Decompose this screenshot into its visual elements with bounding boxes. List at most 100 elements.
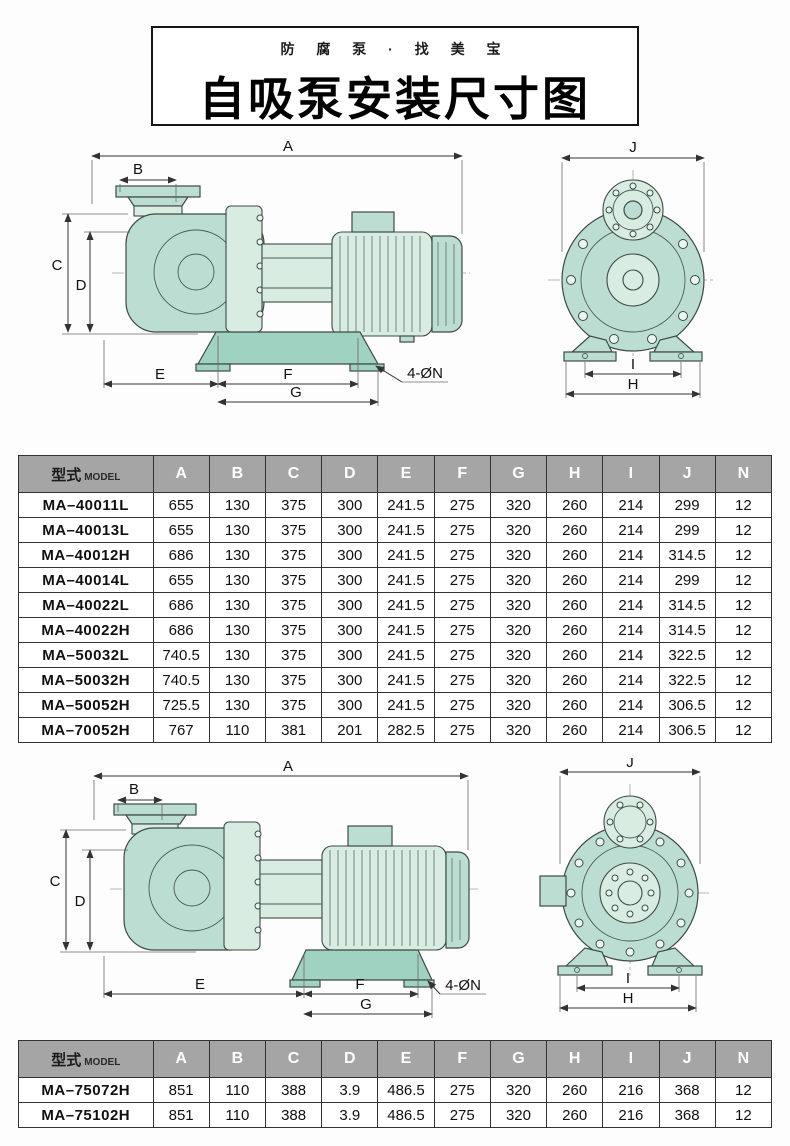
value-cell: 275 — [433, 667, 491, 693]
dim-column-header: E — [377, 455, 435, 493]
value-cell: 375 — [264, 542, 323, 568]
value-cell: 320 — [489, 692, 548, 718]
value-cell: 275 — [433, 567, 491, 593]
value-cell: 130 — [208, 492, 266, 518]
model-cell: MA–50032H — [18, 667, 154, 693]
value-cell: 241.5 — [377, 617, 435, 643]
value-cell: 275 — [433, 1102, 491, 1128]
value-cell: 110 — [208, 717, 266, 743]
dim-label-B: B — [133, 161, 143, 178]
dim-E: E — [103, 336, 219, 388]
value-cell: 260 — [546, 492, 604, 518]
value-cell: 314.5 — [658, 617, 716, 643]
value-cell: 260 — [546, 717, 604, 743]
bearing-bracket — [259, 859, 323, 919]
dim-C: C — [52, 213, 198, 335]
value-cell: 320 — [489, 642, 548, 668]
value-cell: 241.5 — [377, 542, 435, 568]
value-cell: 322.5 — [658, 642, 716, 668]
value-cell: 282.5 — [377, 717, 435, 743]
value-cell: 12 — [714, 567, 773, 593]
value-cell: 110 — [208, 1077, 266, 1103]
value-cell: 275 — [433, 492, 491, 518]
model-cell: MA–75102H — [18, 1102, 154, 1128]
model-cell: MA–75072H — [18, 1077, 154, 1103]
value-cell: 300 — [321, 567, 379, 593]
value-cell: 275 — [433, 542, 491, 568]
value-cell: 686 — [152, 617, 210, 643]
value-cell: 260 — [546, 1077, 604, 1103]
dim-column-header: B — [208, 1040, 266, 1078]
side-view-2: A B C D E — [50, 758, 486, 1018]
bolt-note: 4-ØN — [427, 977, 486, 995]
dim-label-A: A — [283, 140, 293, 155]
side-box — [539, 875, 567, 907]
value-cell: 260 — [546, 667, 604, 693]
dim-D: D — [76, 231, 130, 333]
brand-line: 防 腐 泵 · 找 美 宝 — [280, 41, 510, 57]
dim-label-I: I — [631, 356, 635, 373]
value-cell: 260 — [546, 517, 604, 543]
dim-column-header: G — [489, 1040, 548, 1078]
value-cell: 214 — [602, 642, 660, 668]
value-cell: 275 — [433, 617, 491, 643]
value-cell: 130 — [208, 617, 266, 643]
value-cell: 130 — [208, 667, 266, 693]
value-cell: 300 — [321, 692, 379, 718]
value-cell: 375 — [264, 617, 323, 643]
value-cell: 216 — [602, 1077, 660, 1103]
value-cell: 260 — [546, 592, 604, 618]
model-cell: MA–70052H — [18, 717, 154, 743]
value-cell: 486.5 — [377, 1102, 435, 1128]
pump-feet — [563, 335, 703, 362]
value-cell: 300 — [321, 617, 379, 643]
terminal-box — [351, 211, 395, 233]
value-cell: 12 — [714, 692, 773, 718]
dim-label-G: G — [290, 384, 302, 401]
value-cell: 314.5 — [658, 542, 716, 568]
value-cell: 241.5 — [377, 517, 435, 543]
value-cell: 299 — [658, 567, 716, 593]
value-cell: 320 — [489, 667, 548, 693]
dim-column-header: F — [433, 455, 491, 493]
bolt-note: 4-ØN — [375, 365, 448, 383]
value-cell: 655 — [152, 567, 210, 593]
pump-face — [539, 824, 699, 962]
value-cell: 260 — [546, 692, 604, 718]
dim-label-C: C — [52, 257, 63, 274]
pump-diagram-2: A B C D E — [50, 758, 712, 1018]
value-cell: 300 — [321, 592, 379, 618]
value-cell: 130 — [208, 642, 266, 668]
value-cell: 320 — [489, 517, 548, 543]
dim-column-header: N — [714, 1040, 773, 1078]
value-cell: 214 — [602, 492, 660, 518]
value-cell: 368 — [658, 1077, 716, 1103]
value-cell: 368 — [658, 1102, 716, 1128]
dim-C: C — [50, 829, 196, 953]
value-cell: 12 — [714, 517, 773, 543]
value-cell: 214 — [602, 667, 660, 693]
dim-column-header: I — [602, 455, 660, 493]
value-cell: 110 — [208, 1102, 266, 1128]
value-cell: 12 — [714, 642, 773, 668]
value-cell: 655 — [152, 517, 210, 543]
model-cell: MA–50052H — [18, 692, 154, 718]
fan-cover — [431, 235, 463, 333]
value-cell: 320 — [489, 567, 548, 593]
value-cell: 275 — [433, 1077, 491, 1103]
value-cell: 686 — [152, 592, 210, 618]
value-cell: 241.5 — [377, 567, 435, 593]
value-cell: 214 — [602, 592, 660, 618]
dim-B: B — [117, 781, 163, 820]
